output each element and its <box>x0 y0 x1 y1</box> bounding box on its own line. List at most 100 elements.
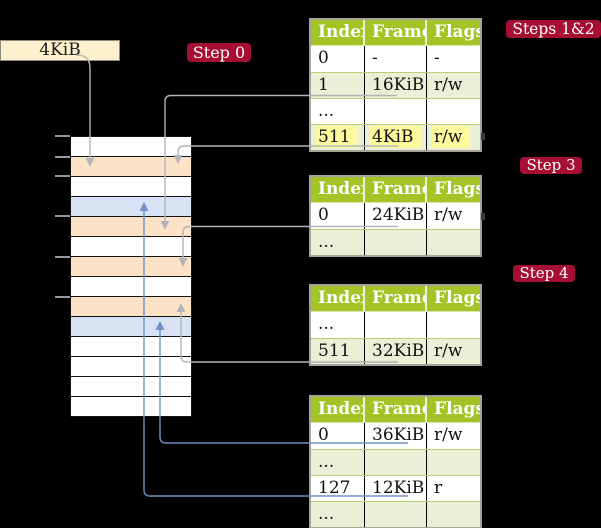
badge-step-3: Step 3 <box>520 157 582 174</box>
badge-steps-1-2: Steps 1&2 <box>506 20 601 38</box>
table-row: ... <box>311 312 480 338</box>
table-cell: 127 <box>311 476 365 501</box>
table-cell: 4KiB <box>365 125 427 150</box>
entry-cursor-mark-table1 <box>481 133 485 140</box>
memory-row-1-orange <box>71 157 191 177</box>
table-header-row: IndexFrame Flags <box>311 397 480 423</box>
memory-row-12-white <box>71 377 191 397</box>
table-header-cell: Frame <box>365 177 427 202</box>
table-cell: 0 <box>311 203 365 229</box>
table-row: 511 4KiB r/w <box>311 124 480 150</box>
table-cell: ... <box>311 450 365 475</box>
table-row: ... <box>311 229 480 255</box>
badge-step-0: Step 0 <box>187 43 251 62</box>
table-cell <box>427 312 480 338</box>
frame-4kib-label: 4KiB <box>39 40 81 60</box>
table-header-cell: Frame <box>365 286 427 311</box>
memory-column <box>70 136 192 417</box>
table-header-row: IndexFrame Flags <box>311 20 480 46</box>
memory-row-13-white <box>71 397 191 416</box>
table-header-cell: Index <box>311 20 365 45</box>
memory-tick-2 <box>55 175 70 177</box>
memory-tick-0 <box>55 135 70 137</box>
table-cell <box>365 450 427 475</box>
table-cell <box>365 312 427 338</box>
entry-cursor-mark-table2 <box>481 213 485 220</box>
highlighted-value: 4KiB <box>370 126 422 148</box>
table-cell: 32KiB <box>365 339 427 364</box>
highlighted-value: r/w <box>432 126 471 148</box>
memory-tick-3 <box>55 215 70 217</box>
table-cell: 0 <box>311 46 365 72</box>
memory-row-5-white <box>71 237 191 257</box>
table-header-cell: Index <box>311 397 365 422</box>
table-cell <box>365 99 427 124</box>
table-cell <box>365 230 427 255</box>
table-cell: 36KiB <box>365 423 427 449</box>
table-cell: r <box>434 478 443 498</box>
memory-row-4-orange <box>71 217 191 237</box>
table-cell <box>365 502 427 527</box>
table-cell: r/w <box>427 125 480 150</box>
table-header-cell: Frame <box>365 397 427 422</box>
memory-row-8-orange <box>71 297 191 317</box>
table-row: ... <box>311 501 480 527</box>
table-cell: r/w <box>434 75 463 95</box>
table-header-cell: Flags <box>434 179 480 199</box>
table-cell: 0 <box>311 423 365 449</box>
table-header-cell: Flags <box>434 288 480 308</box>
table-cell: - <box>434 48 440 68</box>
table-cell <box>427 450 480 475</box>
memory-row-6-orange <box>71 257 191 277</box>
badge-step-4: Step 4 <box>513 265 575 282</box>
memory-tick-4 <box>55 256 70 258</box>
table-cell: 16KiB <box>365 73 427 98</box>
memory-row-2-white <box>71 177 191 197</box>
memory-row-0-white <box>71 137 191 157</box>
frame-4kib-box: 4KiB <box>0 40 120 61</box>
memory-row-9-blue <box>71 317 191 337</box>
table-header-cell: Index <box>311 177 365 202</box>
table-header-cell: Flags <box>434 399 480 419</box>
table-cell: r/w <box>434 341 463 361</box>
table-cell: r/w <box>434 425 463 445</box>
table-cell <box>427 502 480 527</box>
table-cell: ... <box>311 502 365 527</box>
table-cell: - <box>365 46 427 72</box>
table-row: ... <box>311 98 480 124</box>
table-cell: 24KiB <box>365 203 427 229</box>
table-cell: 511 <box>311 339 365 364</box>
table-cell: r/w <box>434 205 463 225</box>
table-header-row: IndexFrameFlags <box>311 286 480 312</box>
table-cell: 12KiB <box>365 476 427 501</box>
memory-tick-5 <box>55 296 70 298</box>
memory-row-10-white <box>71 337 191 357</box>
memory-row-11-white <box>71 357 191 377</box>
memory-row-3-blue <box>71 197 191 217</box>
table-cell: 511 <box>311 125 365 150</box>
table-cell: ... <box>311 99 365 124</box>
table-header-cell: Flags <box>434 22 480 42</box>
table-cell: ... <box>311 312 365 338</box>
table-header-row: IndexFrame Flags <box>311 177 480 203</box>
table-row: ... <box>311 449 480 475</box>
table-row: 0-- <box>311 46 480 72</box>
table-cell <box>427 230 480 255</box>
memory-row-7-white <box>71 277 191 297</box>
table-cell: 1 <box>311 73 365 98</box>
table-header-cell: Frame <box>365 20 427 45</box>
table-cell <box>427 99 480 124</box>
memory-tick-1 <box>55 156 70 158</box>
highlighted-value: 511 <box>316 126 359 148</box>
table-cell: ... <box>311 230 365 255</box>
